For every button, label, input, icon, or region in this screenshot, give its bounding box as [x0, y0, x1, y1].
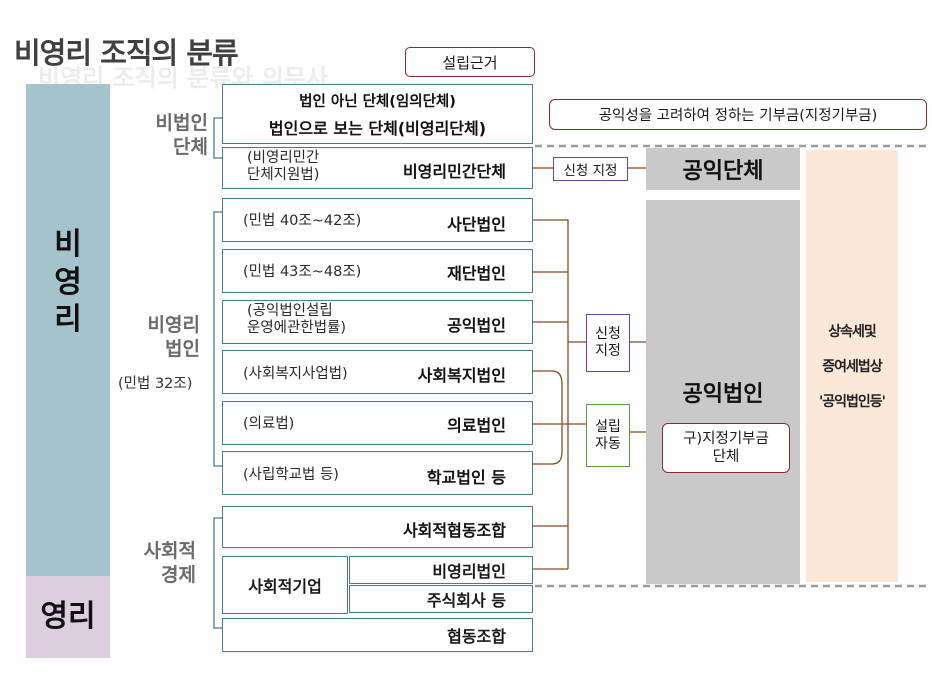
corp-law: (사립학교법 등): [243, 467, 339, 483]
corp-box-1: (민법 43조~48조) 재단법인: [222, 249, 533, 293]
civil-org-law: (비영리민간 단체지원법): [247, 150, 320, 184]
profit-bar-label: 영리: [40, 599, 96, 634]
corp-box-3: (사회복지사업법) 사회복지법인: [222, 350, 533, 394]
group-label-nonprofit-corp: 비영리 법인: [147, 314, 200, 360]
unincorporated-line2: 법인으로 보는 단체(비영리단체): [268, 119, 487, 138]
group-label-civil-law: (민법 32조): [118, 376, 193, 392]
nonprofit-bar-text: 비 영 리: [54, 227, 82, 337]
corp-name: 사회복지법인: [417, 366, 506, 385]
corp-box-5: (사립학교법 등) 학교법인 등: [222, 451, 533, 495]
social-nonprofit-name: 비영리법인: [432, 562, 506, 581]
corp-law: (의료법): [243, 416, 295, 432]
social-enterprise-name: 사회적기업: [248, 577, 322, 596]
tax-law-panel: [806, 150, 898, 582]
social-coop-name: 사회적협동조합: [402, 521, 506, 540]
legal-basis-label: 설립근거: [405, 47, 535, 77]
corp-law: (사회복지사업법): [243, 366, 348, 382]
apply-designation-group-label: 신청 지정: [586, 314, 630, 372]
corp-name: 재단법인: [447, 264, 506, 283]
corp-box-4: (의료법) 의료법인: [222, 401, 533, 445]
unincorporated-box: 법인 아닌 단체(임의단체) 법인으로 보는 단체(비영리단체): [222, 84, 533, 144]
cooperative-box: 협동조합: [222, 618, 533, 652]
public-body-panel: 공익단체: [646, 148, 800, 190]
social-stock-name: 주식회사 등: [426, 591, 506, 610]
social-coop-box: 사회적협동조합: [222, 506, 533, 548]
apply-designation-label: 신청 지정: [553, 157, 628, 181]
public-corp-panel: 공익법인: [646, 200, 800, 584]
civil-org-name: 비영리민간단체: [402, 162, 506, 181]
corp-name: 의료법인: [447, 416, 506, 435]
public-body-label: 공익단체: [682, 159, 764, 184]
nonprofit-bar-label: 비 영 리: [26, 226, 110, 339]
corp-box-0: (민법 40조~42조) 사단법인: [222, 198, 533, 242]
page-title: 비영리 조직의 분류: [14, 36, 239, 70]
corp-name: 학교법인 등: [426, 468, 506, 487]
designated-donation-note: 공익성을 고려하여 정하는 기부금(지정기부금): [549, 99, 927, 130]
corp-name: 공익법인: [447, 316, 506, 335]
corp-law: (민법 40조~42조): [243, 213, 362, 229]
corp-box-2: (공익법인설립 운영에관한법률) 공익법인: [222, 300, 533, 344]
civil-org-box: (비영리민간 단체지원법) 비영리민간단체: [222, 147, 533, 189]
unincorporated-line1: 법인 아닌 단체(임의단체): [299, 94, 456, 110]
corp-law: (공익법인설립 운영에관한법률): [247, 303, 347, 337]
corp-name: 사단법인: [447, 215, 506, 234]
social-nonprofit-box: 비영리법인: [349, 556, 533, 584]
public-corp-label: 공익법인: [682, 382, 764, 407]
cooperative-name: 협동조합: [447, 627, 506, 646]
nonprofit-bar: [26, 84, 110, 576]
tax-law-label: 상속세및 증여세법상 '공익법인등': [819, 324, 886, 410]
old-designated-donation-tag: 구)지정기부금 단체: [662, 423, 790, 473]
automatic-designation-label: 설립 자동: [586, 404, 630, 467]
social-enterprise-box: 사회적기업: [222, 556, 348, 614]
corp-law: (민법 43조~48조): [243, 264, 362, 280]
group-label-social-economy: 사회적 경제: [143, 540, 196, 586]
profit-bar: [26, 576, 110, 658]
social-stock-box: 주식회사 등: [349, 585, 533, 613]
group-label-non-corporate: 비법인 단체: [155, 112, 208, 158]
